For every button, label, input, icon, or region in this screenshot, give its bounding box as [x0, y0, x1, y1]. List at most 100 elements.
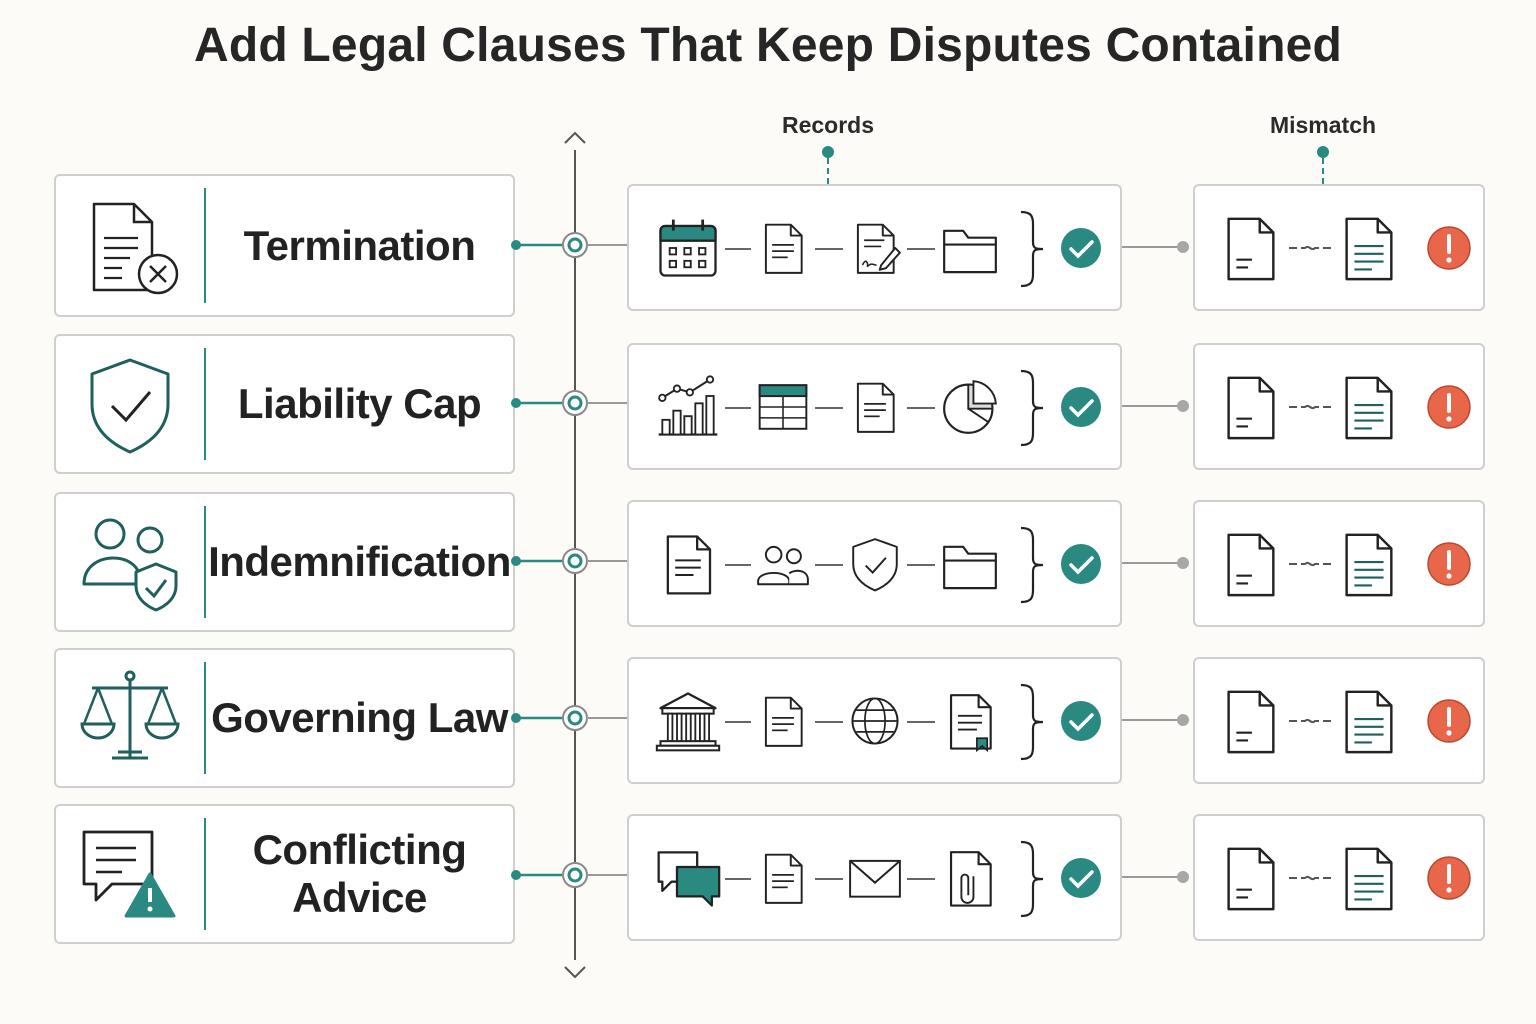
document-icon [856, 382, 895, 433]
signed-document-icon [856, 223, 901, 274]
record-bracket [1020, 840, 1044, 918]
chat-warning-icon [82, 830, 176, 918]
alert-icon [1427, 698, 1471, 743]
record-bracket [1020, 526, 1044, 604]
record-link [725, 721, 751, 723]
spine-node-core [567, 867, 583, 883]
document-icon [1345, 217, 1393, 280]
envelope-icon [849, 859, 901, 898]
document-icon [1345, 690, 1393, 753]
mismatch-card-termination [1193, 184, 1485, 311]
alert-icon [1427, 225, 1471, 270]
spreadsheet-icon [758, 383, 808, 430]
record-link [815, 878, 843, 880]
alert-icon [1427, 855, 1471, 900]
mismatch-column-label: Mismatch [1269, 112, 1377, 138]
mismatch-squiggle [1289, 875, 1331, 881]
document-icon [1345, 376, 1393, 439]
mismatch-connector [1122, 241, 1189, 253]
shield-check-icon [852, 537, 898, 591]
clause-card-conflicting-advice: Conflicting Advice [54, 804, 515, 944]
record-link [907, 564, 935, 566]
document-icon [1227, 533, 1275, 596]
records-card-liability-cap [627, 343, 1122, 470]
spine-node-core [567, 553, 583, 569]
clause-card-liability-cap: Liability Cap [54, 334, 515, 474]
mismatch-card-indemnification [1193, 500, 1485, 627]
record-link [725, 407, 751, 409]
chat-bubbles-icon [657, 850, 721, 907]
shield-check-icon [90, 358, 170, 454]
check-icon [1061, 700, 1101, 741]
mismatch-connector [1122, 557, 1189, 569]
document-icon [764, 696, 803, 747]
record-bracket [1020, 210, 1044, 288]
globe-icon [851, 696, 899, 745]
mismatch-squiggle [1289, 718, 1331, 724]
timeline-down-arrow [564, 966, 586, 979]
document-icon [1227, 217, 1275, 280]
bar-chart-icon [658, 374, 718, 436]
page-title: Add Legal Clauses That Keep Disputes Con… [193, 19, 1343, 72]
document-icon [1345, 847, 1393, 910]
timeline-up-arrow [564, 131, 586, 144]
clause-divider [204, 818, 206, 930]
courthouse-icon [655, 691, 721, 751]
mismatch-squiggle [1289, 561, 1331, 567]
record-bracket [1020, 683, 1044, 761]
records-card-conflicting-advice [627, 814, 1122, 941]
mismatch-connector [1122, 871, 1189, 883]
document-icon [1227, 690, 1275, 753]
mismatch-column-pin [1317, 146, 1329, 158]
clause-label: Liability Cap [237, 380, 482, 427]
clause-card-termination: Termination [54, 174, 515, 317]
record-link [815, 564, 843, 566]
record-link [725, 248, 751, 250]
spine-node-core [567, 395, 583, 411]
document-icon [1227, 376, 1275, 439]
mismatch-squiggle [1289, 404, 1331, 410]
clause-connector [511, 390, 629, 416]
clause-divider [204, 188, 206, 303]
document-icon [1345, 533, 1393, 596]
mismatch-squiggle [1289, 245, 1331, 251]
check-icon [1061, 857, 1101, 898]
alert-icon [1427, 384, 1471, 429]
people-icon [757, 545, 809, 585]
clause-divider [204, 662, 206, 774]
clause-connector [511, 705, 629, 731]
folder-icon [943, 545, 997, 589]
clause-connector [511, 232, 629, 258]
records-column-dash [827, 158, 829, 184]
check-icon [1061, 227, 1101, 268]
record-link [907, 721, 935, 723]
alert-icon [1427, 541, 1471, 586]
document-icon [1227, 847, 1275, 910]
record-bracket [1020, 369, 1044, 447]
check-icon [1061, 386, 1101, 427]
check-icon [1061, 543, 1101, 584]
document-x-icon [92, 202, 179, 294]
mismatch-card-liability-cap [1193, 343, 1485, 470]
records-column-label: Records [781, 112, 875, 138]
record-link [725, 564, 751, 566]
record-link [815, 407, 843, 409]
clause-label: Termination [243, 221, 476, 269]
clause-connector [511, 862, 629, 888]
record-link [907, 878, 935, 880]
mismatch-column-dash [1322, 158, 1324, 184]
clause-card-governing-law: Governing Law [54, 648, 515, 788]
people-shield-icon [82, 518, 178, 612]
certificate-icon [949, 693, 992, 752]
records-card-governing-law [627, 657, 1122, 784]
mismatch-card-conflicting-advice [1193, 814, 1485, 941]
spine-node-core [567, 710, 583, 726]
clause-connector [511, 548, 629, 574]
record-link [907, 248, 935, 250]
attachment-icon [949, 850, 992, 907]
record-link [907, 407, 935, 409]
clause-label: Indemnification [208, 538, 511, 585]
document-icon [764, 223, 803, 274]
record-link [815, 248, 843, 250]
clause-label: Conflicting Advice [252, 826, 467, 921]
